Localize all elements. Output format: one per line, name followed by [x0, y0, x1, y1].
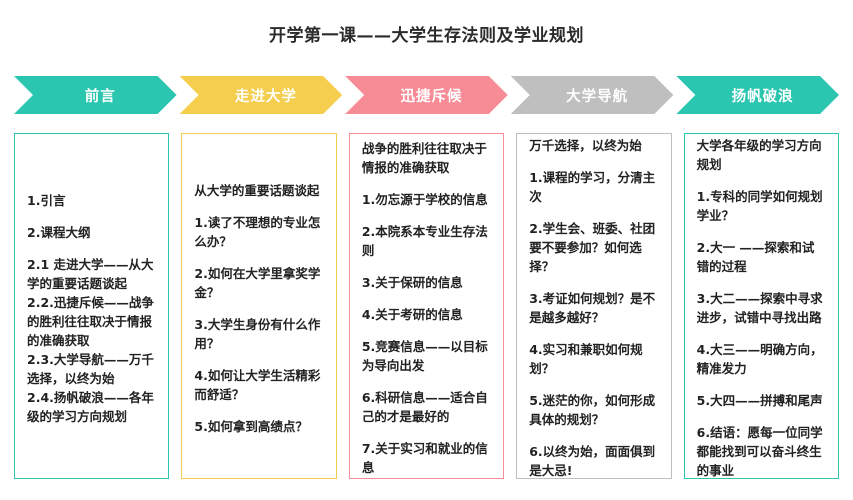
ribbon-step-1[interactable]: 前言: [14, 76, 177, 114]
content-card-3: 战争的胜利往往取决于情报的准确获取 1.勿忘源于学校的信息 2.本院系本专业生存法则…: [348, 133, 505, 479]
content-card-2: 从大学的重要话题谈起 1.读了不理想的专业怎么办？ 2.如何在大学里拿奖学金？ 3.大…: [181, 133, 337, 479]
card-sub-item: 2.4.扬帆破浪——各年级的学习方向规划: [27, 389, 154, 424]
card-sub-item: 2.1 走进大学——从大学的重要话题谈起: [27, 256, 154, 291]
card-item: 2.本院系本专业生存法则: [361, 224, 488, 258]
page-title: 开学第一课——大学生存法则及学业规划: [0, 24, 853, 48]
card-heading: 从大学的重要话题谈起: [194, 182, 320, 198]
card-body: 战争的胜利往往取决于情报的准确获取 1.勿忘源于学校的信息 2.本院系本专业生存法则…: [362, 139, 491, 477]
card-item: 4.关于考研的信息: [361, 307, 463, 322]
card-item: 6.结语：愿每一位同学都能找到可以奋斗终生的事业: [696, 425, 823, 478]
card-item: 1.课程的学习，分清主次: [529, 170, 656, 204]
card-item: 5.如何拿到高绩点？: [194, 418, 308, 434]
card-heading: 战争的胜利往往取决于情报的准确获取: [361, 141, 487, 175]
card-item: 2.如何在大学里拿奖学金？: [194, 265, 321, 300]
card-item: 5.大四——拼搏和尾声: [696, 393, 823, 408]
card-item: 2.大一 ——探索和试错的过程: [696, 240, 815, 274]
card-item: 1.勿忘源于学校的信息: [361, 192, 488, 207]
card-item: 6.以终为始，面面俱到是大忌!: [529, 444, 656, 478]
card-item: 7.关于实习和就业的信息: [361, 441, 488, 475]
ribbon-step-3[interactable]: 迅捷斥候: [345, 76, 508, 114]
card-item: 5.迷茫的你，如何形成具体的规划？: [529, 393, 656, 427]
ribbon-step-label: 扬帆破浪: [731, 88, 794, 105]
ribbon-step-4[interactable]: 大学导航: [511, 76, 674, 114]
card-item: 4.大三——明确方向，精准发力: [696, 342, 823, 376]
card-body: 大学各年级的学习方向规划 1.专科的同学如何规划学业？ 2.大一 ——探索和试错的过…: [696, 136, 826, 478]
card-body: 万千选择，以终为始 1.课程的学习，分清主次 2.学生会、班委、社团要不要参加？如何…: [529, 136, 658, 478]
ribbon-step-2[interactable]: 走进大学: [180, 76, 343, 114]
card-heading: 大学各年级的学习方向规划: [696, 138, 822, 172]
card-item: 1.读了不理想的专业怎么办？: [194, 214, 321, 249]
card-item: 3.考证如何规划？是不是越多越好？: [529, 291, 656, 325]
card-sub-item: 2.3.大学导航——万千选择，以终为始: [27, 351, 154, 386]
ribbon-step-label: 迅捷斥候: [400, 88, 463, 105]
card-item: 4.如何让大学生活精彩而舒适？: [194, 367, 321, 402]
card-item: 3.关于保研的信息: [361, 275, 463, 290]
card-item: 3.大学生身份有什么作用？: [194, 316, 321, 351]
content-card-5: 大学各年级的学习方向规划 1.专科的同学如何规划学业？ 2.大一 ——探索和试错的过…: [683, 133, 840, 479]
card-item: 2.课程大纲: [27, 224, 91, 240]
content-card-4: 万千选择，以终为始 1.课程的学习，分清主次 2.学生会、班委、社团要不要参加？如何…: [516, 133, 672, 479]
ribbon-step-label: 大学导航: [566, 88, 629, 105]
card-item: 3.大二——探索中寻求进步，试错中寻找出路: [696, 291, 823, 325]
card-item: 1.引言: [27, 192, 66, 208]
card-item: 4.实习和兼职如何规划？: [529, 342, 643, 376]
ribbon-step-5[interactable]: 扬帆破浪: [676, 76, 839, 114]
card-heading: 万千选择，以终为始: [529, 138, 642, 153]
card-sub-item: 2.2.迅捷斥候——战争的胜利往往取决于情报的准确获取: [27, 294, 154, 348]
card-body: 从大学的重要话题谈起 1.读了不理想的专业怎么办？ 2.如何在大学里拿奖学金？ 3.大…: [194, 181, 323, 436]
card-item: 1.专科的同学如何规划学业？: [696, 189, 823, 223]
page-title-text: 开学第一课——大学生存法则及学业规划: [269, 26, 584, 46]
process-ribbon: 前言 走进大学 迅捷斥候 大学导航 扬帆破浪: [14, 76, 839, 114]
card-item: 6.科研信息——适合自己的才是最好的: [361, 390, 488, 424]
ribbon-step-label: 走进大学: [234, 88, 297, 105]
ribbon-step-label: 前言: [84, 88, 116, 105]
card-item: 2.学生会、班委、社团要不要参加？如何选择？: [529, 221, 656, 274]
card-item: 5.竞赛信息——以目标为导向出发: [361, 339, 488, 373]
